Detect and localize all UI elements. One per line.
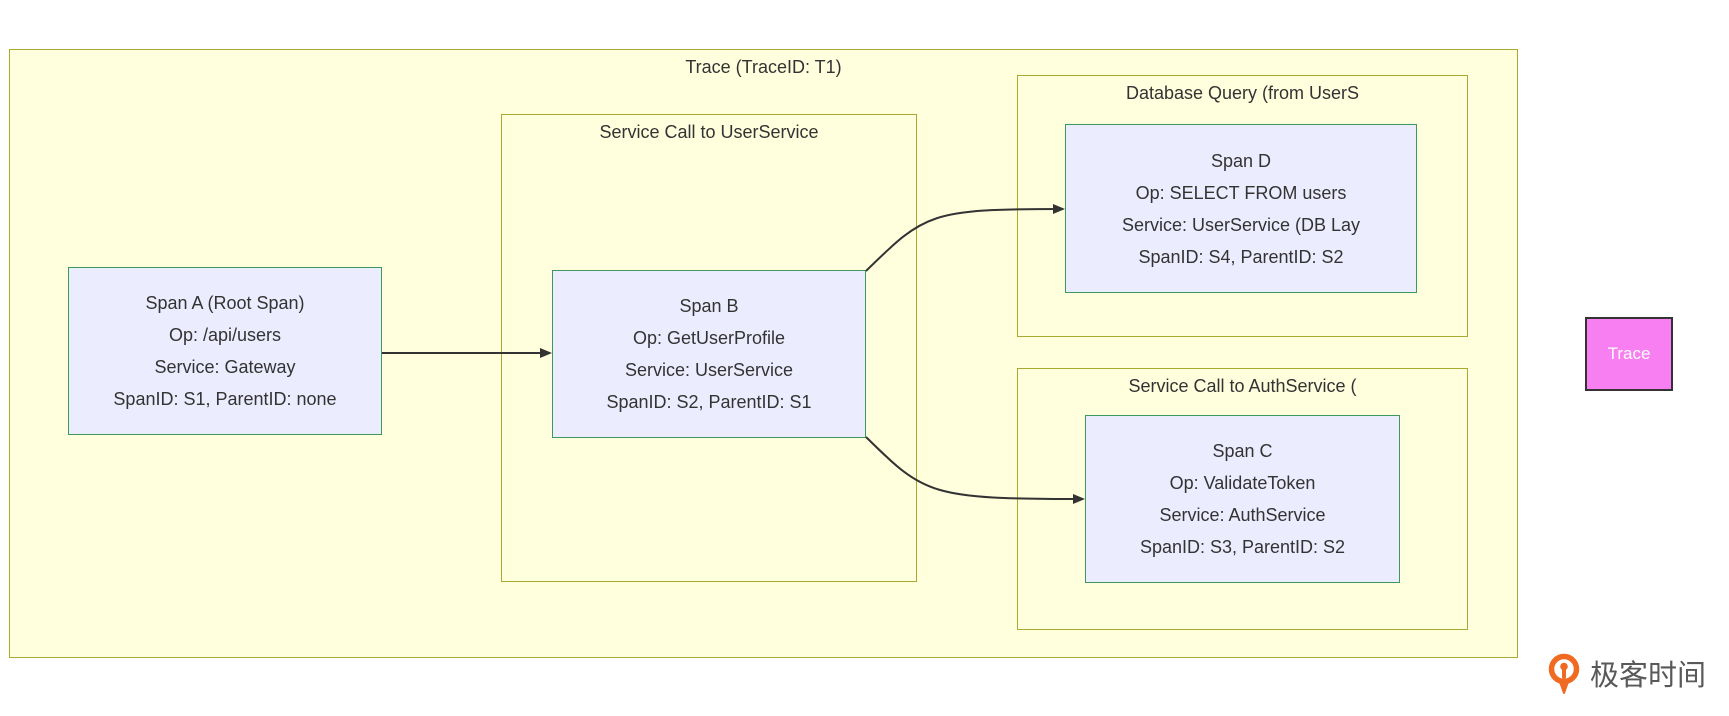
node-text-line: Span B [679, 296, 739, 316]
node-text-line: SpanID: S1, ParentID: none [113, 389, 337, 409]
subgraph-auth-service-call-title: Service Call to AuthService ( [1128, 376, 1357, 396]
node-text-line: SpanID: S4, ParentID: S2 [1138, 246, 1344, 267]
node-text-line: SpanID: S2, ParentID: S1 [606, 392, 812, 412]
node-span-d: Span D Op: SELECT FROM users Service: Us… [1065, 124, 1417, 293]
node-text-line: Op: /api/users [168, 325, 282, 345]
node-text-line: Op: ValidateToken [1169, 473, 1316, 493]
geektime-watermark-text: 极客时间 [1590, 658, 1707, 692]
trace-legend-label: Trace [1607, 344, 1651, 363]
node-span-a: Span A (Root Span) Op: /api/users Servic… [68, 267, 382, 435]
node-text-line: Service: AuthService [1159, 505, 1326, 525]
node-text-line: Op: GetUserProfile [632, 328, 786, 348]
trace-container-title: Trace (TraceID: T1) [685, 57, 842, 77]
node-text-line: Span D [1210, 150, 1272, 171]
trace-legend-box: Trace [1585, 317, 1673, 391]
geektime-watermark: 极客时间 [1546, 652, 1706, 698]
node-text-line: SpanID: S3, ParentID: S2 [1139, 537, 1346, 557]
node-text-line: Span A (Root Span) [145, 293, 305, 313]
geektime-logo-icon [1548, 653, 1580, 694]
subgraph-db-query-title: Database Query (from UserS [1125, 83, 1360, 103]
node-span-b: Span B Op: GetUserProfile Service: UserS… [552, 270, 866, 438]
node-span-c: Span C Op: ValidateToken Service: AuthSe… [1085, 415, 1400, 583]
node-text-line: Service: UserService (DB Lay [1121, 214, 1361, 235]
node-text-line: Service: Gateway [154, 357, 296, 377]
subgraph-user-service-call-title: Service Call to UserService [599, 122, 819, 142]
node-text-line: Service: UserService [624, 360, 794, 380]
node-text-line: Op: SELECT FROM users [1135, 182, 1347, 203]
node-text-line: Span C [1212, 441, 1273, 461]
